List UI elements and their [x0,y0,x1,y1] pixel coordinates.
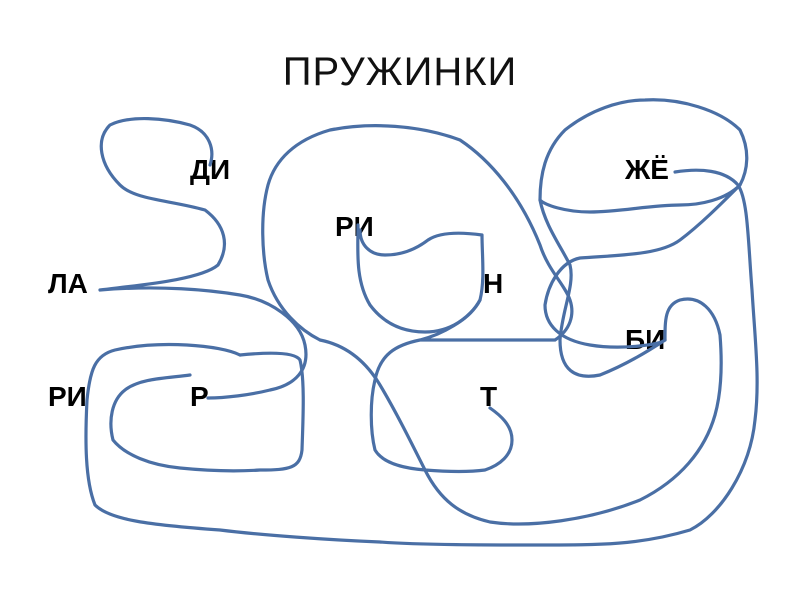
syllable-ri-left: РИ [48,381,87,412]
line-from-zhyo [84,168,759,547]
page-title: ПРУЖИНКИ [282,50,518,94]
syllable-la: ЛА [48,268,88,299]
syllable-zhyo: ЖЁ [625,154,670,185]
line-lower-left-loop [318,297,723,526]
line-lower-left-inner [109,351,305,473]
line-from-ri-center [356,223,485,334]
syllable-bi: БИ [625,324,666,355]
syllable-r: Р [190,381,209,412]
line-from-la [98,117,308,400]
line-top-right-loop [538,98,749,378]
syllable-n: Н [483,268,504,299]
syllable-ri-center: РИ [335,211,374,242]
line-central-curve [261,124,574,474]
syllable-t: Т [480,381,498,412]
